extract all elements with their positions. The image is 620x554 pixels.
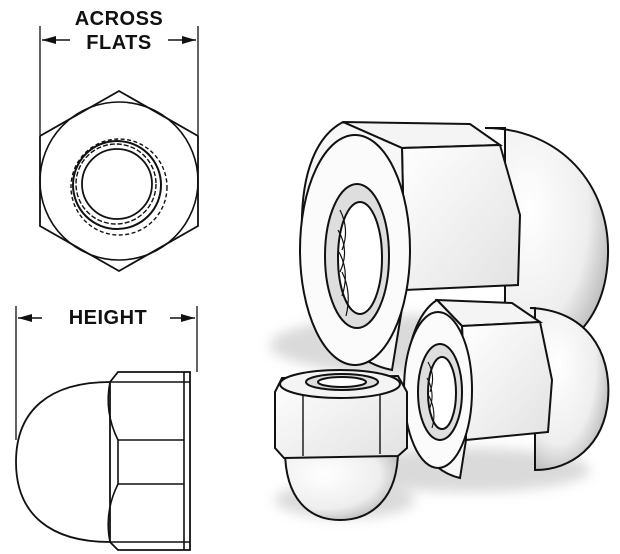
- thread-inner-circle: [81, 148, 153, 220]
- top-view: [39, 26, 199, 273]
- medium-cap-nut: [403, 298, 610, 480]
- hex-body-outline: [109, 371, 191, 551]
- across-flats-label-line1: ACROSS: [74, 8, 164, 30]
- medium-hex-right-face: [460, 320, 554, 442]
- small-cap-nut: [274, 369, 408, 522]
- across-flats-arrow-left: [42, 36, 70, 44]
- small-dome: [283, 449, 400, 522]
- height-arrow-left: [18, 314, 42, 322]
- dome-profile: [15, 381, 111, 543]
- thread-circle-2: [72, 140, 162, 230]
- hex-outline: [39, 89, 199, 273]
- across-flats-label: ACROSS FLATS: [40, 7, 198, 55]
- height-label: HEIGHT: [68, 307, 148, 329]
- across-flats-label-line2: FLATS: [86, 32, 152, 54]
- large-cap-nut: [299, 120, 610, 372]
- medium-dome: [529, 307, 610, 472]
- height-arrow-right: [170, 314, 195, 322]
- large-thread-bore-inner: [337, 201, 383, 315]
- thread-circle-3: [75, 143, 157, 225]
- large-thread-lines: [337, 209, 349, 317]
- across-flats-arrow-right: [168, 36, 196, 44]
- small-thread-bore-inner: [317, 376, 367, 388]
- chamfer-curve-top: [107, 381, 119, 441]
- chamfer-curve-bottom: [107, 483, 119, 543]
- thread-outer-circle: [70, 138, 168, 236]
- chamfer-circle: [39, 101, 199, 261]
- medium-thread-bore-inner: [427, 356, 457, 430]
- side-view: [15, 306, 198, 551]
- medium-thread-lines: [426, 361, 435, 429]
- large-hex-right-face: [400, 143, 522, 292]
